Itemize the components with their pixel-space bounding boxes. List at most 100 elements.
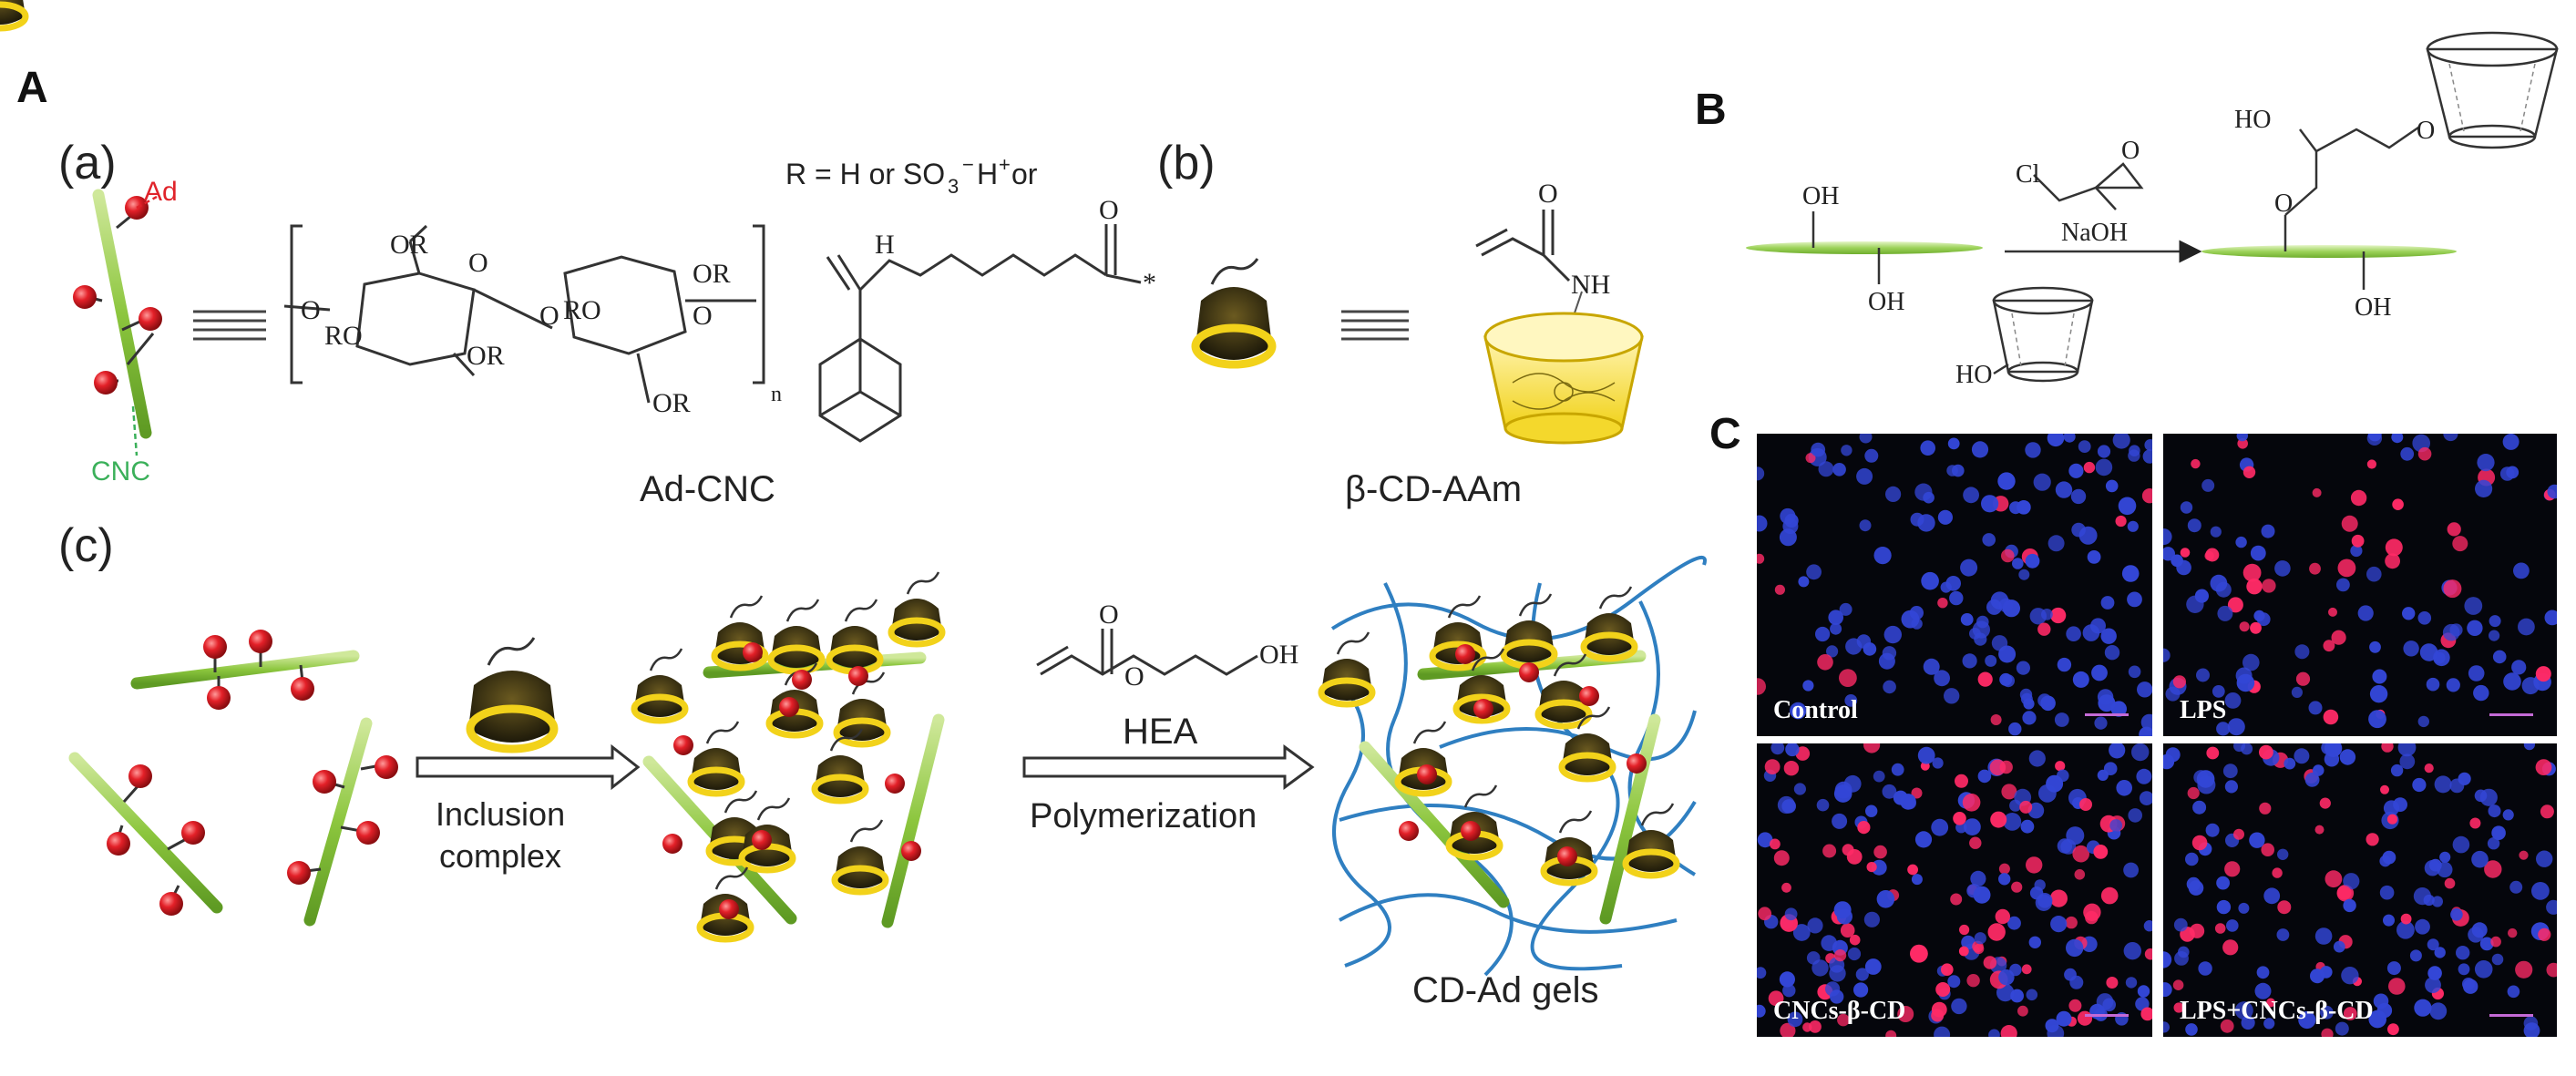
cell-dot	[2417, 611, 2432, 625]
hea-label: HEA	[1123, 712, 1198, 752]
cell-dot	[2385, 538, 2403, 557]
cell-dot	[2224, 692, 2242, 709]
cell-dot	[1806, 564, 1822, 580]
cell-dot	[1781, 882, 1791, 893]
cell-dot	[1977, 671, 1993, 687]
cell-dot	[2217, 605, 2233, 621]
svg-text:+: +	[999, 153, 1011, 176]
cell-dot	[1998, 863, 2010, 875]
cell-dot	[1931, 818, 1949, 836]
cell-dot	[1770, 743, 1785, 755]
cell-dot	[2049, 889, 2068, 907]
cell-dot	[2368, 1009, 2386, 1029]
cell-dot	[2337, 558, 2356, 578]
cell-dot	[1983, 956, 1997, 969]
cell-dot	[2319, 797, 2331, 809]
svg-text:O: O	[468, 248, 488, 278]
cell-dot	[2047, 535, 2065, 552]
cell-dot	[2382, 850, 2396, 865]
cell-dot	[1974, 932, 1986, 945]
cell-dot	[1923, 658, 1940, 675]
cell-dot	[2028, 936, 2041, 948]
polymerization-label: Polymerization	[1030, 797, 1257, 835]
cell-dot	[2366, 459, 2376, 469]
cell-dot	[1779, 971, 1795, 988]
cell-dot	[2314, 825, 2325, 835]
cell-dot	[1963, 487, 1979, 504]
cell-dot	[1885, 486, 1902, 502]
svg-text:H: H	[977, 158, 998, 190]
cell-dot	[1777, 795, 1795, 815]
cell-dot	[2400, 913, 2412, 925]
cell-dot	[2250, 621, 2262, 634]
cell-dot	[2444, 877, 2456, 889]
cell-dot	[2011, 881, 2023, 893]
cell-dot	[2331, 630, 2346, 645]
ad-cnc-rods-initial	[68, 630, 398, 927]
scale-bar	[2489, 1014, 2533, 1017]
cell-dot	[2236, 434, 2248, 442]
cell-dot	[2357, 605, 2374, 621]
cell-dot	[2261, 524, 2275, 538]
cell-dot	[2096, 993, 2114, 1010]
polymerization-arrow	[1022, 744, 1315, 790]
cell-dot	[2350, 544, 2363, 558]
cell-dot	[1863, 911, 1880, 927]
cell-dot	[2256, 966, 2270, 979]
inclusion-arrow	[416, 743, 641, 791]
cell-dot	[1882, 646, 1897, 661]
cell-dot	[2544, 610, 2557, 626]
cell-dot	[2368, 710, 2386, 729]
cell-dot	[2001, 548, 2015, 563]
cell-dot	[2473, 684, 2489, 702]
cell-dot	[1909, 606, 1924, 620]
cell-dot	[2066, 626, 2081, 641]
cell-dot	[1757, 1004, 1766, 1018]
cell-dot	[1932, 757, 1944, 769]
cell-dot	[2431, 896, 2443, 907]
cell-dot	[2291, 686, 2303, 698]
cell-dot	[2055, 761, 2066, 772]
cd-aam-structure	[1475, 210, 1644, 445]
cell-dot	[2144, 948, 2152, 960]
cell-dot	[2392, 498, 2404, 510]
cell-dot	[2103, 762, 2118, 775]
cell-dot	[2475, 479, 2493, 497]
cell-dot	[2026, 989, 2038, 1001]
cell-dot	[2140, 713, 2152, 731]
cell-dot	[2206, 746, 2220, 760]
cell-dot	[2506, 466, 2520, 479]
svg-text:HO: HO	[2234, 106, 2271, 134]
cell-dot	[2386, 814, 2398, 825]
cell-dot	[2304, 773, 2320, 787]
svg-text:−: −	[962, 153, 974, 176]
cell-dot	[2343, 873, 2360, 890]
cell-dot	[2309, 562, 2321, 575]
cell-dot	[1829, 965, 1846, 982]
cell-dot	[2180, 501, 2193, 514]
cell-dot	[2272, 867, 2283, 878]
cell-dot	[2427, 966, 2442, 980]
cell-dot	[2054, 712, 2069, 727]
cell-dot	[2263, 887, 2281, 905]
scale-bar	[2085, 1014, 2129, 1017]
cell-dot	[1951, 998, 1967, 1015]
cell-dot	[2224, 780, 2238, 794]
cell-dot	[2511, 660, 2527, 675]
micrograph-lps: LPS	[2163, 434, 2557, 736]
cell-dot	[2310, 968, 2325, 984]
inclusion-complex-cluster	[0, 0, 942, 939]
svg-text:O: O	[1124, 661, 1144, 692]
cell-dot	[2467, 620, 2483, 636]
cell-dot	[2386, 961, 2401, 976]
cell-dot	[2020, 819, 2035, 834]
cell-dot	[2180, 548, 2191, 558]
cell-dot	[1784, 907, 1798, 921]
cell-dot	[2433, 649, 2450, 667]
cell-dot	[1997, 472, 2016, 490]
cell-dot	[2324, 752, 2340, 767]
cell-dot	[2118, 497, 2137, 516]
cell-dot	[1828, 610, 1843, 625]
hea-structure	[1036, 629, 1258, 676]
cell-dot	[2185, 852, 2199, 866]
